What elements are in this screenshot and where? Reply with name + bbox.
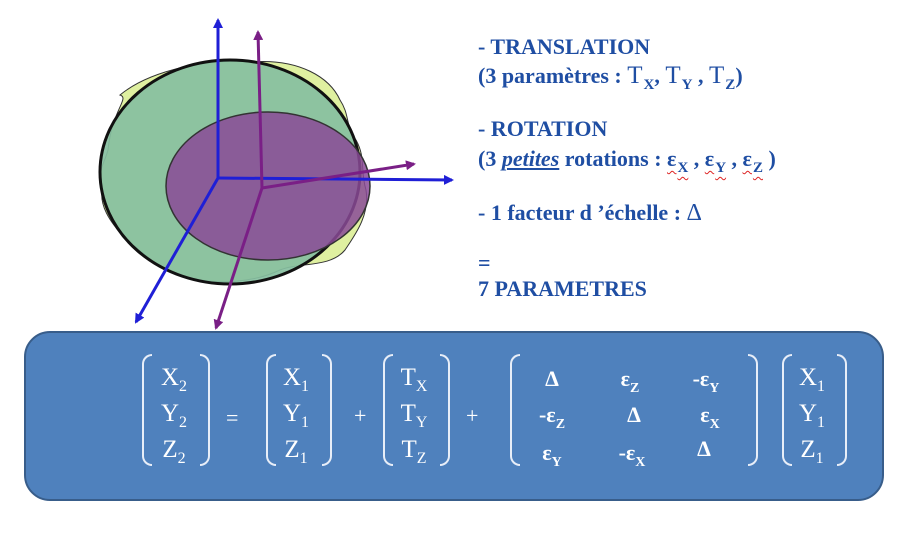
lhs-y: Y2 [160, 400, 188, 431]
rhs-z: Z1 [800, 436, 824, 467]
scale-factor: - 1 facteur d ’échelle : Δ [478, 200, 702, 227]
t-x-sub: X [643, 77, 655, 93]
eps-z-symbol: ε [742, 146, 752, 171]
translation-title: - TRANSLATION [478, 34, 651, 59]
t-x-symbol: T [627, 62, 643, 89]
rotation-mid: rotations : [559, 146, 668, 171]
matrix-r1c2: εZ [620, 366, 640, 396]
t-vector-x: TX [400, 364, 428, 395]
eps-x-sub: X [677, 160, 689, 176]
eps-x-symbol: ε [667, 146, 677, 171]
translation-close: ) [735, 63, 743, 88]
equation-panel [24, 331, 884, 501]
rhs-y: Y1 [798, 400, 826, 431]
v1-y: Y1 [282, 400, 310, 431]
blue-axis-y [217, 174, 454, 185]
total-parameters: 7 PARAMETRES [478, 276, 647, 301]
comma-3: , [693, 146, 700, 171]
purple-axis-z [253, 30, 264, 189]
comma-1: , [654, 63, 660, 88]
t-z-sub: Z [725, 77, 736, 93]
purple-axis-x [213, 187, 264, 330]
translation-prefix: (3 paramètres : [478, 63, 628, 88]
rotation-title: - ROTATION [478, 116, 608, 141]
t-y-sub: Y [681, 77, 693, 93]
rhs-x: X1 [798, 364, 826, 395]
v1-z: Z1 [284, 436, 308, 467]
comma-4: , [731, 146, 738, 171]
matrix-left-bracket [510, 354, 520, 466]
equals-sign: = [478, 250, 491, 275]
lhs-z: Z2 [162, 436, 186, 467]
lhs-left-bracket [142, 354, 152, 466]
eps-y-sub: Y [715, 160, 727, 176]
matrix-r3c3: Δ [697, 436, 711, 461]
matrix-r3c1: εY [542, 440, 562, 470]
plus-1: + [354, 403, 367, 428]
v1-left-bracket [266, 354, 276, 466]
t-z-symbol: T [709, 62, 725, 89]
purple-axis-y [261, 160, 416, 190]
t-y-symbol: T [665, 62, 681, 89]
scale-delta: Δ [686, 200, 702, 226]
translation-params: (3 paramètres : TX, TY , TZ) [478, 62, 743, 93]
t-vector-z: TZ [401, 436, 427, 467]
rotation-petites: petites [501, 146, 560, 171]
plus-2: + [466, 403, 479, 428]
matrix-r3c2: -εX [618, 440, 646, 470]
t-left-bracket [383, 354, 393, 466]
matrix-right-bracket [748, 354, 758, 466]
rotation-close: ) [768, 146, 776, 171]
rotation-open: (3 [478, 146, 502, 171]
matrix-r2c3: εX [700, 402, 720, 432]
scale-text: - 1 facteur d ’échelle : [478, 200, 687, 225]
v1-x: X1 [282, 364, 310, 395]
equation-equals: = [226, 405, 239, 430]
matrix-r2c2: Δ [627, 402, 641, 427]
eps-z-sub: Z [752, 160, 763, 176]
matrix-r1c1: Δ [545, 366, 559, 391]
comma-2: , [698, 63, 704, 88]
matrix-r2c1: -εZ [538, 402, 566, 432]
rotation-params: (3 petites rotations : εX , εY , εZ ) [478, 146, 776, 176]
eps-y-symbol: ε [704, 146, 715, 171]
matrix-r1c3: -εY [692, 366, 720, 396]
t-vector-y: TY [400, 400, 428, 431]
rhs-left-bracket [782, 354, 792, 466]
blue-axis-x [134, 177, 220, 324]
lhs-x: X2 [160, 364, 188, 395]
